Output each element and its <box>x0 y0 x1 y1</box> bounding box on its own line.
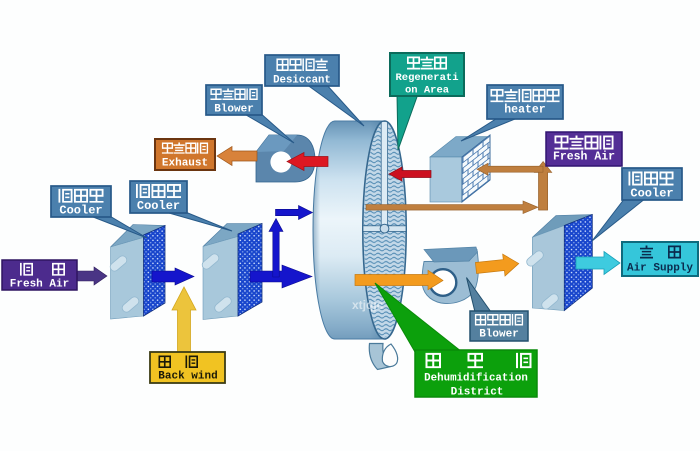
svg-text:Cooler: Cooler <box>59 204 102 218</box>
svg-text:Blower: Blower <box>214 104 254 116</box>
svg-text:Back wind: Back wind <box>158 371 217 383</box>
svg-text:Blower: Blower <box>479 329 519 341</box>
svg-text:Fresh Air: Fresh Air <box>10 279 69 291</box>
svg-text:heater: heater <box>504 104 546 117</box>
svg-text:Dehumidification: Dehumidification <box>424 373 528 385</box>
svg-text:Cooler: Cooler <box>137 199 180 213</box>
svg-text:Desiccant: Desiccant <box>273 75 331 87</box>
svg-text:District: District <box>451 387 504 399</box>
svg-text:Cooler: Cooler <box>630 187 673 201</box>
svg-text:Regenerati: Regenerati <box>395 72 458 84</box>
svg-text:on Area: on Area <box>405 85 450 97</box>
svg-text:Exhaust: Exhaust <box>162 158 208 170</box>
svg-text:Air Supply: Air Supply <box>627 263 693 275</box>
svg-text:Fresh Air: Fresh Air <box>553 151 615 164</box>
svg-text:xtjqjc: xtjqjc <box>352 298 384 312</box>
